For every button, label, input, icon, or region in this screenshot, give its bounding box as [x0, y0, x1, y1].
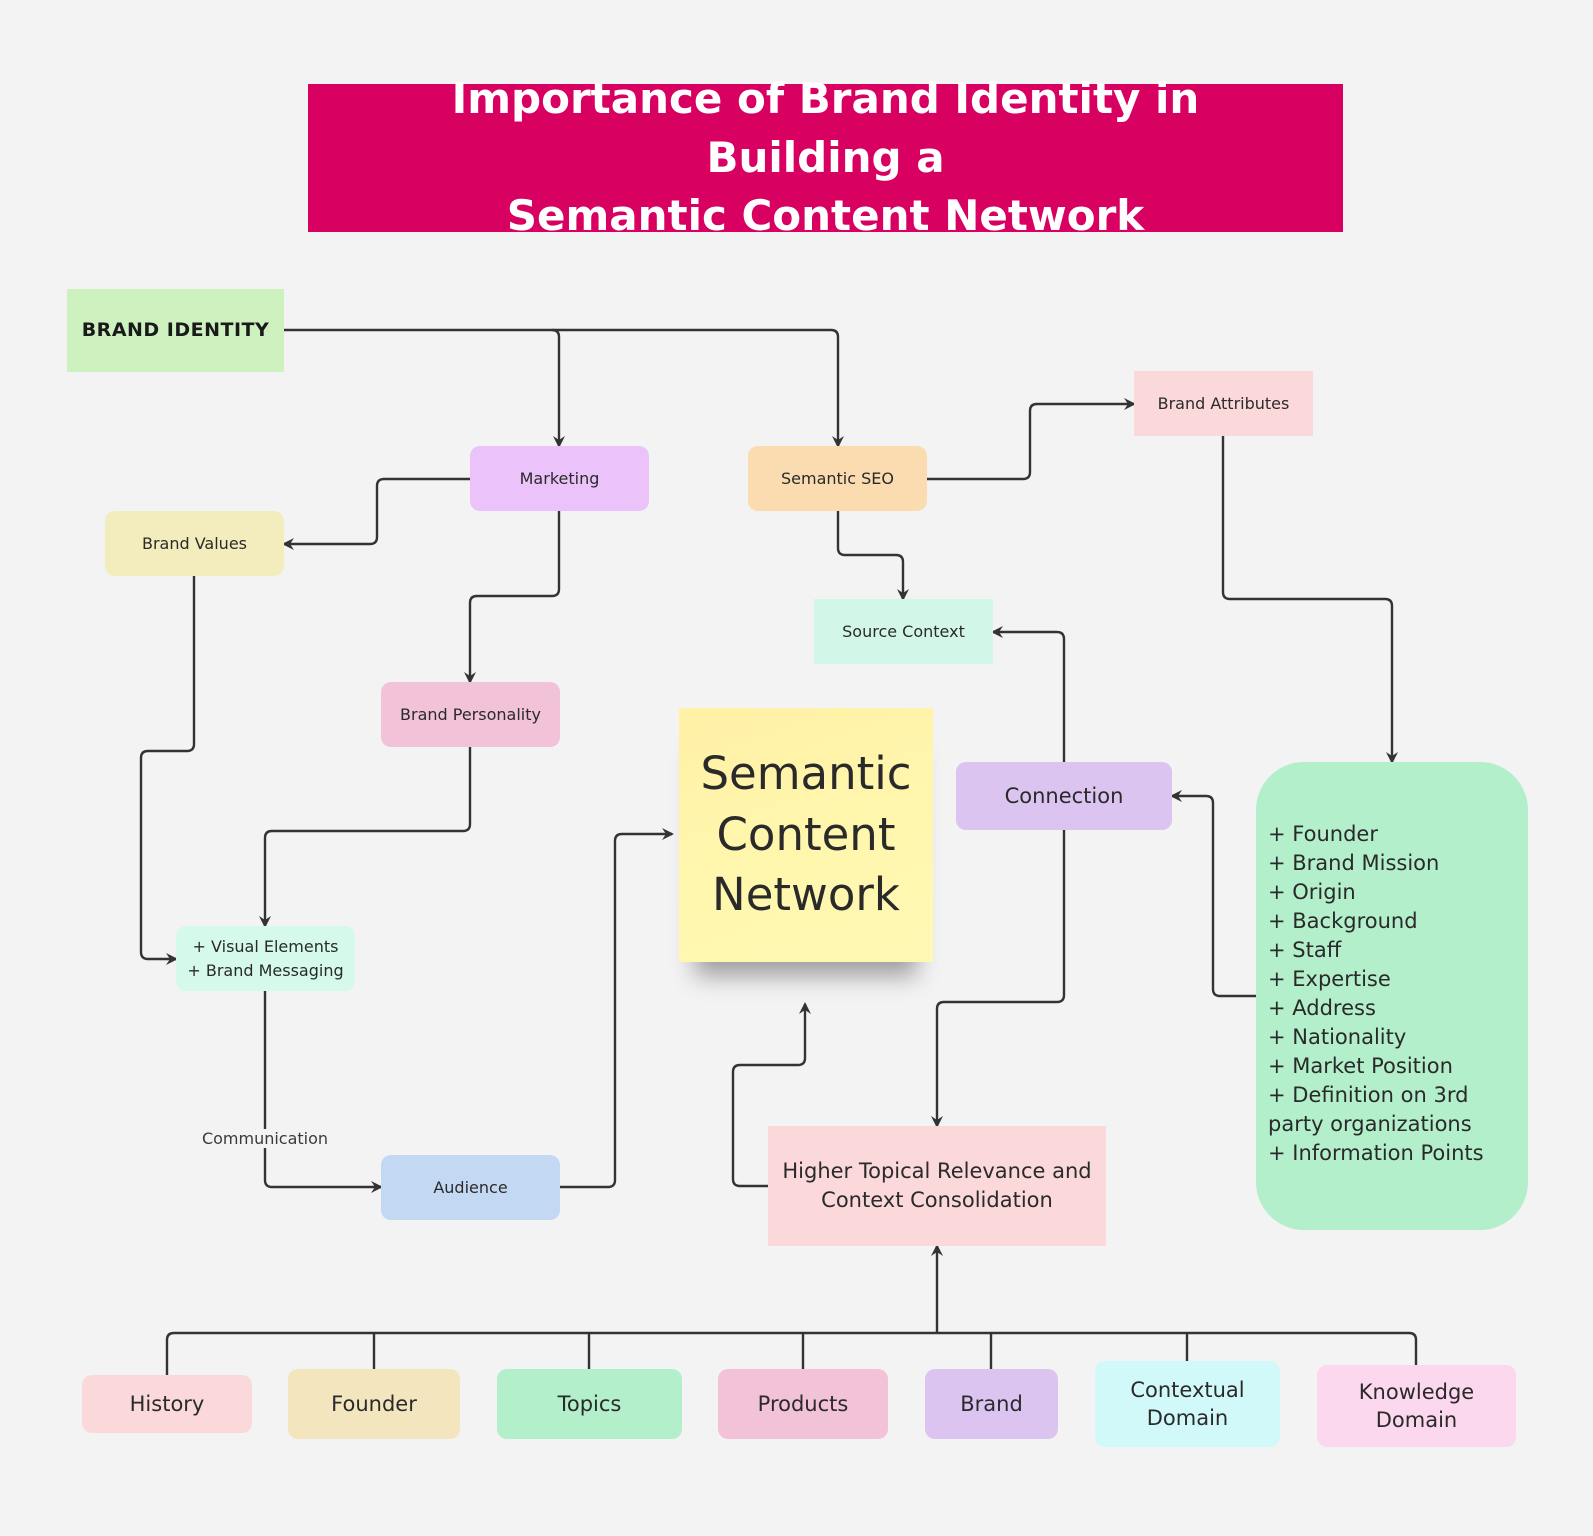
sticky-line-1: Semantic	[700, 746, 912, 800]
audience-node[interactable]: Audience	[381, 1155, 560, 1220]
contextual-domain-node[interactable]: Contextual Domain	[1095, 1361, 1280, 1447]
connector-marketing-to-brand-personality	[464, 511, 561, 684]
higher-relevance-line-1: Higher Topical Relevance and	[782, 1158, 1092, 1183]
connection-node[interactable]: Connection	[956, 762, 1172, 830]
list-item-market-position: + Market Position	[1268, 1054, 1453, 1078]
connector-brand-personality-to-visual-elements	[259, 747, 472, 928]
semantic-seo-label: Semantic SEO	[781, 468, 894, 488]
connector-connection-to-source-context	[991, 626, 1066, 762]
visual-elements-node[interactable]: + Visual Elements + Brand Messaging	[176, 926, 355, 991]
contextual-domain-line-1: Contextual	[1130, 1377, 1245, 1402]
connector-brand-identity-to-marketing	[284, 328, 565, 448]
audience-label: Audience	[433, 1177, 508, 1197]
higher-relevance-line-2: Context Consolidation	[821, 1188, 1053, 1212]
connector-marketing-to-brand-values	[282, 477, 470, 550]
history-label: History	[129, 1391, 205, 1416]
knowledge-domain-node[interactable]: Knowledge Domain	[1317, 1365, 1516, 1447]
connector-brand-attributes-to-founder-list	[1221, 436, 1398, 764]
knowledge-domain-line-2: Domain	[1375, 1408, 1458, 1432]
list-item-founder: + Founder	[1268, 822, 1378, 846]
founder-label: Founder	[331, 1391, 417, 1416]
products-label: Products	[757, 1391, 849, 1416]
topics-label: Topics	[557, 1391, 622, 1416]
topics-node[interactable]: Topics	[497, 1369, 682, 1439]
list-item-brand-mission: + Brand Mission	[1268, 851, 1440, 875]
founder-node[interactable]: Founder	[288, 1369, 460, 1439]
higher-relevance-node[interactable]: Higher Topical Relevance and Context Con…	[768, 1126, 1106, 1246]
connector-semantic-seo-to-brand-attributes	[927, 398, 1136, 481]
connection-label: Connection	[1004, 783, 1124, 808]
communication-label: Communication	[190, 1129, 340, 1148]
visual-elements-label: + Visual Elements	[192, 937, 339, 957]
connector-brand-values-to-visual-elements	[139, 576, 196, 965]
source-context-label: Source Context	[842, 621, 965, 641]
brand-values-node[interactable]: Brand Values	[105, 511, 284, 576]
knowledge-domain-line-1: Knowledge	[1358, 1379, 1475, 1404]
list-item-definition: + Definition on 3rd party organizations	[1268, 1083, 1472, 1136]
brand-attributes-label: Brand Attributes	[1157, 393, 1290, 413]
brand-node[interactable]: Brand	[925, 1369, 1058, 1439]
semantic-content-network-sticky-note[interactable]: Semantic Content Network	[679, 708, 933, 962]
brand-identity-node[interactable]: BRAND IDENTITY	[67, 289, 284, 372]
brand-attributes-list[interactable]: + Founder + Brand Mission + Origin + Bac…	[1256, 762, 1528, 1230]
connector-brand-identity-to-semantic-seo	[552, 328, 844, 448]
semantic-seo-node[interactable]: Semantic SEO	[748, 446, 927, 511]
contextual-domain-line-2: Domain	[1146, 1406, 1229, 1430]
brand-identity-label: BRAND IDENTITY	[81, 318, 270, 341]
brand-messaging-label: + Brand Messaging	[187, 960, 344, 980]
list-item-nationality: + Nationality	[1268, 1025, 1407, 1049]
connector-semantic-seo-to-source-context	[836, 511, 909, 601]
brand-attributes-node[interactable]: Brand Attributes	[1134, 371, 1313, 436]
sticky-line-2: Content	[716, 807, 896, 861]
list-item-address: + Address	[1268, 996, 1376, 1020]
sticky-line-3: Network	[712, 868, 900, 922]
list-item-origin: + Origin	[1268, 880, 1356, 904]
connector-founder-list-to-connection	[1170, 790, 1256, 998]
source-context-node[interactable]: Source Context	[814, 599, 993, 664]
brand-personality-label: Brand Personality	[400, 704, 541, 724]
list-item-expertise: + Expertise	[1268, 967, 1391, 991]
marketing-node[interactable]: Marketing	[470, 446, 649, 511]
page-title: Importance of Brand Identity in Building…	[308, 74, 1343, 240]
brand-label: Brand	[960, 1391, 1023, 1416]
connector-connection-to-higher-relevance	[931, 830, 1066, 1128]
brand-personality-node[interactable]: Brand Personality	[381, 682, 560, 747]
list-item-information-points: + Information Points	[1268, 1141, 1484, 1165]
marketing-label: Marketing	[519, 468, 600, 488]
history-node[interactable]: History	[82, 1375, 252, 1433]
title-line-1: Importance of Brand Identity in Building…	[451, 73, 1200, 182]
list-item-background: + Background	[1268, 909, 1418, 933]
list-item-staff: + Staff	[1268, 938, 1342, 962]
connector-audience-to-semantic-content-network	[560, 828, 674, 1189]
brand-values-label: Brand Values	[141, 533, 247, 553]
title-line-2: Semantic Content Network	[506, 191, 1145, 241]
connector-visual-elements-to-audience	[263, 991, 383, 1193]
products-node[interactable]: Products	[718, 1369, 888, 1439]
